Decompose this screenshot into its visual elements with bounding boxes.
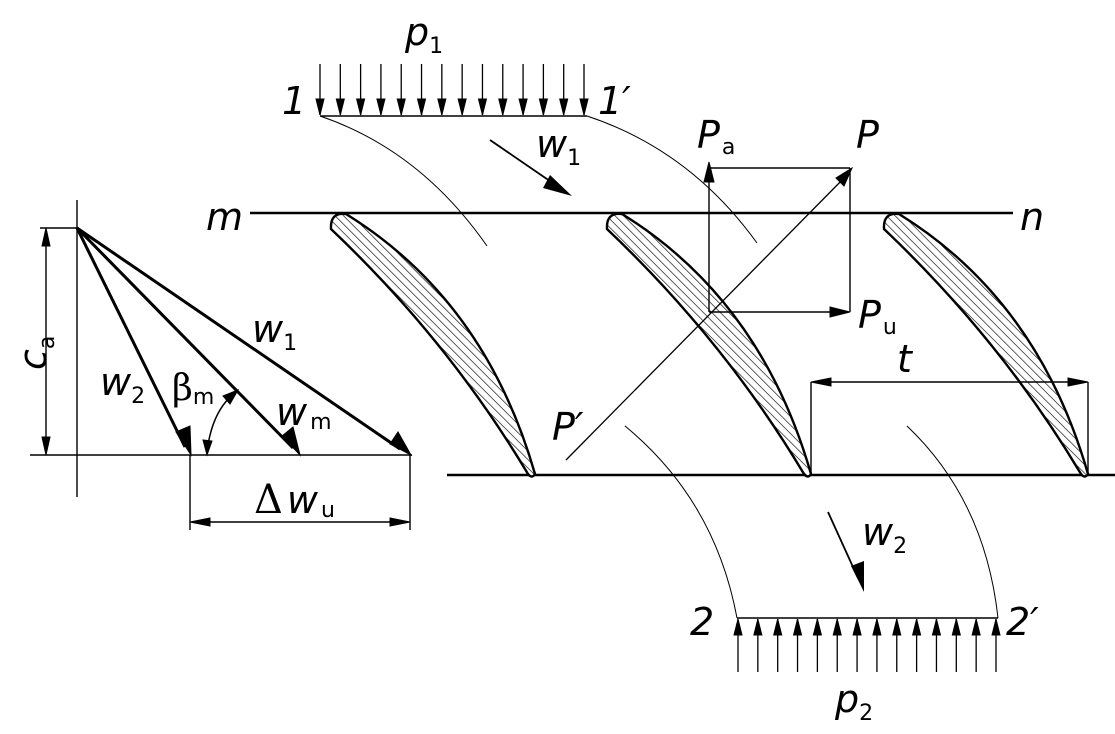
n-label: n: [1020, 195, 1044, 239]
section-2-label: 2: [690, 600, 714, 644]
inlet-pressure-arrow-head: [559, 98, 569, 116]
wm-arrowhead: [281, 426, 301, 457]
p2-label: p2: [834, 677, 873, 726]
outlet-pressure-arrow-head: [892, 618, 902, 636]
outlet-pressure-arrow-head: [812, 618, 823, 636]
Pa-label: Pa: [697, 113, 735, 160]
velocity-triangle: [30, 200, 413, 530]
inlet-pressure-arrow-head: [396, 98, 406, 116]
force-diagram: [565, 161, 854, 461]
w2-flow-arrowhead: [851, 561, 864, 592]
ca-label: ca: [11, 336, 60, 370]
beta-m-label: βm: [172, 368, 214, 410]
pitch-arrow-left: [810, 377, 832, 387]
inlet-pressure-arrow-head: [498, 98, 508, 116]
Pu-arrowhead: [829, 306, 851, 318]
outlet-pressure-arrow-head: [931, 618, 942, 636]
w1-flow-arrowhead: [543, 175, 572, 196]
inlet-pressure-arrow-head: [437, 98, 447, 116]
outlet-pressure-distribution: [733, 617, 1001, 672]
section-1-label: 1: [282, 79, 306, 123]
t-label: t: [897, 337, 914, 381]
Pu-label: Pu: [858, 293, 897, 340]
pitch-dimension: [810, 377, 1089, 475]
blade-3: [882, 212, 1090, 478]
w2-vector: [75, 227, 187, 448]
outlet-pressure-arrow-head: [971, 618, 981, 636]
P-prime-label: P′: [552, 405, 584, 449]
outlet-pressure-arrow-head: [792, 618, 803, 636]
section-1-prime-label: 1′: [598, 79, 631, 123]
outlet-pressure-arrow-head: [773, 618, 783, 636]
triangle-w1-label: w1: [252, 307, 297, 356]
outlet-pressure-arrow-head: [733, 618, 743, 636]
dwu-arrow-left: [189, 517, 211, 527]
outlet-pressure-arrows: [733, 618, 1001, 672]
Pa-arrowhead: [703, 161, 715, 183]
inlet-pressure-arrow-head: [457, 98, 467, 116]
outlet-pressure-arrow-head: [832, 618, 842, 636]
inlet-pressure-arrow-head: [538, 98, 549, 116]
outlet-pressure-arrow-head: [753, 618, 763, 636]
inlet-pressure-arrow-head: [579, 98, 589, 116]
triangle-w2-label: w2: [100, 360, 145, 409]
inlet-streamline-left: [319, 115, 488, 247]
inlet-pressure-arrows: [315, 64, 589, 116]
m-label: m: [206, 195, 243, 239]
inlet-pressure-arrow-head: [335, 98, 345, 116]
force-line-P-prime-P: [565, 173, 849, 461]
wm-vector: [75, 226, 295, 450]
ca-arrow-top: [41, 227, 51, 247]
inlet-pressure-arrow-head: [355, 98, 366, 116]
w1-flow-label: w1: [536, 122, 581, 171]
inlet-pressure-arrow-head: [477, 98, 488, 116]
outlet-streamline-left: [624, 425, 738, 619]
inlet-pressure-arrow-head: [376, 98, 386, 116]
inlet-pressure-arrow-head: [518, 98, 528, 116]
beta-arc-arrow-top: [222, 389, 240, 405]
inlet-pressure-distribution: [315, 64, 589, 117]
P-label: P: [856, 113, 879, 157]
outlet-pressure-arrow-head: [872, 618, 882, 636]
w2-flow-label: w2: [862, 510, 907, 559]
outlet-streamline-right: [906, 425, 999, 619]
pitch-arrow-right: [1067, 377, 1089, 387]
inlet-streamline-right: [586, 115, 758, 244]
w1-vector: [76, 226, 401, 451]
dwu-arrow-right: [389, 517, 411, 527]
section-2-prime-label: 2′: [1006, 600, 1039, 644]
inlet-pressure-arrow-head: [416, 98, 427, 116]
outlet-pressure-arrow-head: [852, 618, 862, 636]
ca-arrow-bottom: [41, 436, 51, 456]
w1-arrowhead: [389, 431, 413, 457]
p1-label: p1: [404, 10, 443, 59]
outlet-pressure-arrow-head: [991, 618, 1001, 636]
outlet-pressure-arrow-head: [951, 618, 961, 636]
blade-1: [329, 212, 537, 478]
w2-arrowhead: [175, 425, 192, 457]
outlet-pressure-arrow-head: [911, 618, 922, 636]
inlet-pressure-arrow-head: [315, 98, 325, 116]
beta-arc-arrow-bottom: [202, 439, 213, 457]
P-arrowhead: [835, 166, 854, 187]
